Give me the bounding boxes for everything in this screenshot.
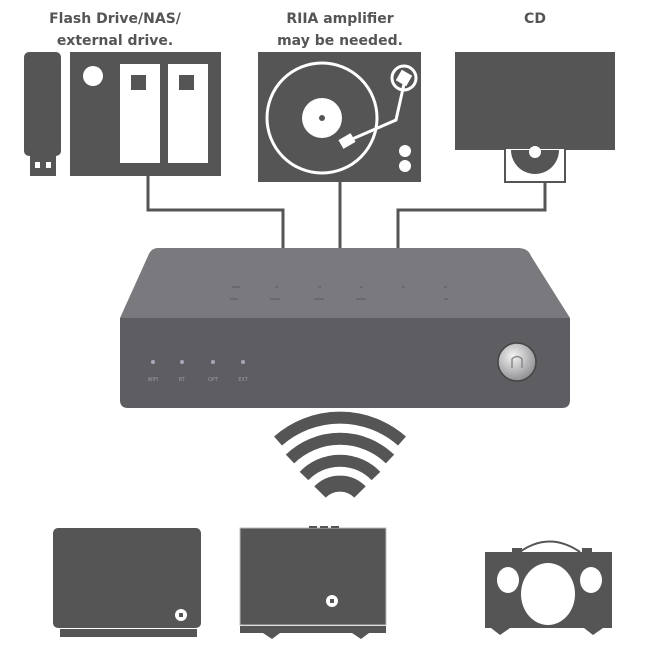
speaker-icon xyxy=(239,526,387,639)
indicator-label-ext: EXT xyxy=(238,377,248,383)
source-label-turntable: RIIA amplifier may be needed. xyxy=(265,8,415,52)
label-line: CD xyxy=(524,11,546,27)
label-line: may be needed. xyxy=(277,33,403,49)
source-label-cd: CD xyxy=(485,8,585,30)
streamer-device: WIFI BT OPT EXT xyxy=(120,248,570,408)
radio-speaker-icon xyxy=(485,540,612,635)
indicator-label-bt: BT xyxy=(179,377,186,383)
cables xyxy=(146,175,547,250)
nas-icon xyxy=(70,52,221,176)
turntable-icon xyxy=(258,52,421,182)
label-line: external drive. xyxy=(56,33,174,49)
cd-player-icon xyxy=(455,52,615,183)
label-line: RIIA amplifier xyxy=(286,11,394,27)
volume-knob[interactable] xyxy=(497,342,537,382)
source-label-storage: Flash Drive/NAS/ external drive. xyxy=(40,8,190,52)
top-buttons xyxy=(230,286,448,300)
indicator-label-wifi: WIFI xyxy=(148,377,159,383)
speaker-icon xyxy=(53,528,201,637)
usb-stick-icon xyxy=(24,52,61,176)
label-line: Flash Drive/NAS/ xyxy=(49,11,181,27)
indicator-label-opt: OPT xyxy=(208,377,219,383)
wireless-signal-icon xyxy=(274,411,406,498)
